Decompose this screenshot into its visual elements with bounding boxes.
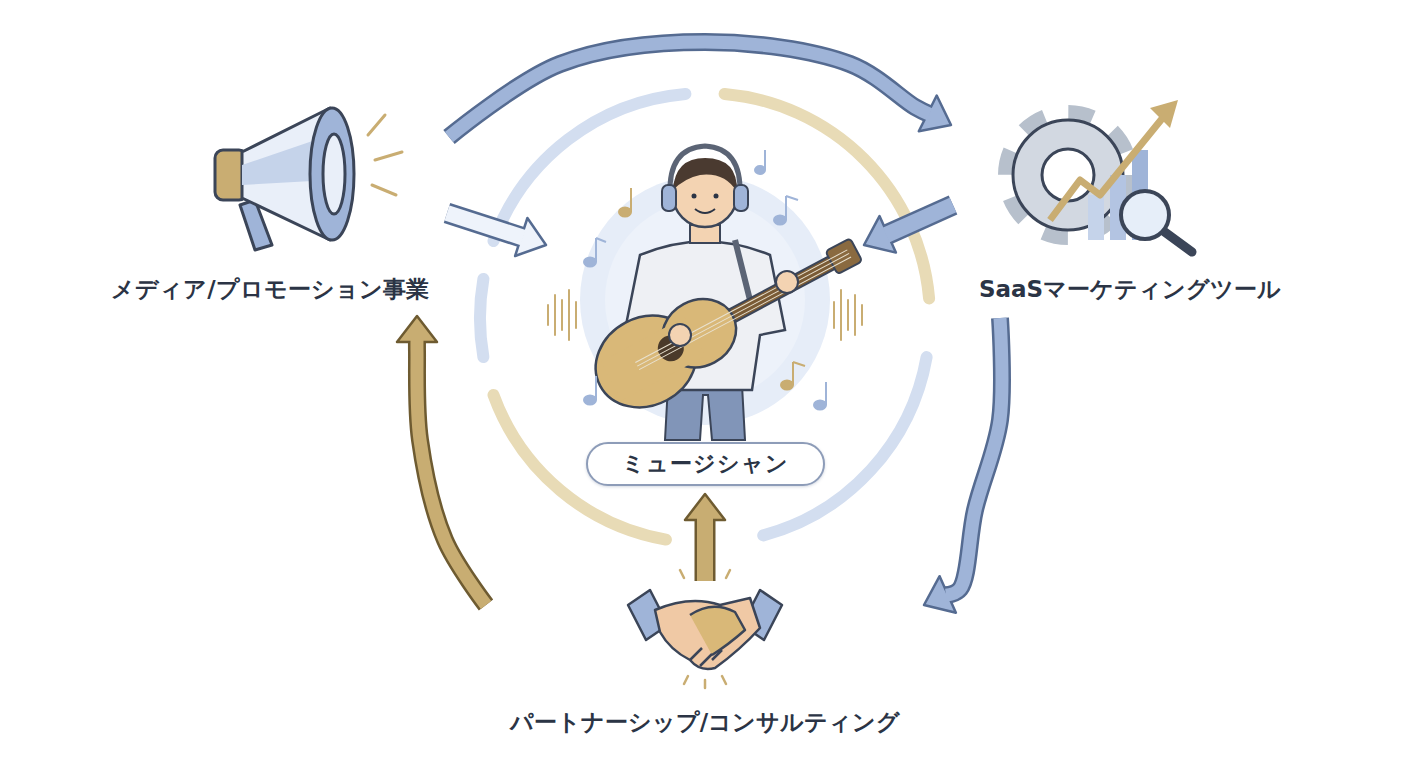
connector-body bbox=[946, 318, 1002, 595]
connector-body bbox=[697, 518, 713, 581]
support-arrow bbox=[864, 205, 953, 253]
emphasis-rays bbox=[368, 115, 402, 195]
musician-node: ミュージシャン bbox=[550, 140, 860, 490]
arrow-head bbox=[685, 494, 725, 520]
support-arrow bbox=[447, 213, 546, 256]
emphasis-rays bbox=[680, 570, 730, 688]
connector-outline bbox=[417, 340, 486, 605]
musician-illustration bbox=[548, 146, 877, 440]
arrow-head bbox=[397, 316, 437, 342]
cycle-arrow bbox=[924, 318, 1002, 613]
node-label: SaaSマーケティングツール bbox=[979, 276, 1281, 304]
gear-icon bbox=[1008, 100, 1192, 252]
connector-outline bbox=[449, 42, 930, 137]
connector-outline bbox=[447, 213, 523, 238]
connector-body bbox=[886, 205, 953, 235]
connector-body bbox=[447, 213, 523, 238]
megaphone-icon bbox=[215, 108, 354, 250]
saas-node: SaaSマーケティングツール bbox=[955, 95, 1305, 310]
inner-ring bbox=[480, 94, 929, 540]
connector-outline bbox=[695, 518, 716, 581]
partnership-node: パートナーシップ/コンサルティング bbox=[490, 585, 920, 745]
cycle-arrow bbox=[397, 316, 486, 605]
connector-outline bbox=[946, 318, 1002, 595]
connector-outline bbox=[886, 205, 953, 235]
node-label: パートナーシップ/コンサルティング bbox=[510, 709, 900, 737]
handshake-icon bbox=[628, 590, 782, 669]
connector-body bbox=[449, 42, 930, 137]
media-node: メディア/プロモーション事業 bbox=[95, 95, 445, 310]
connector-body bbox=[417, 340, 486, 605]
node-label: メディア/プロモーション事業 bbox=[111, 276, 428, 304]
support-arrow bbox=[685, 494, 725, 581]
cycle-arrow bbox=[449, 42, 951, 137]
node-label-pill: ミュージシャン bbox=[586, 442, 825, 486]
